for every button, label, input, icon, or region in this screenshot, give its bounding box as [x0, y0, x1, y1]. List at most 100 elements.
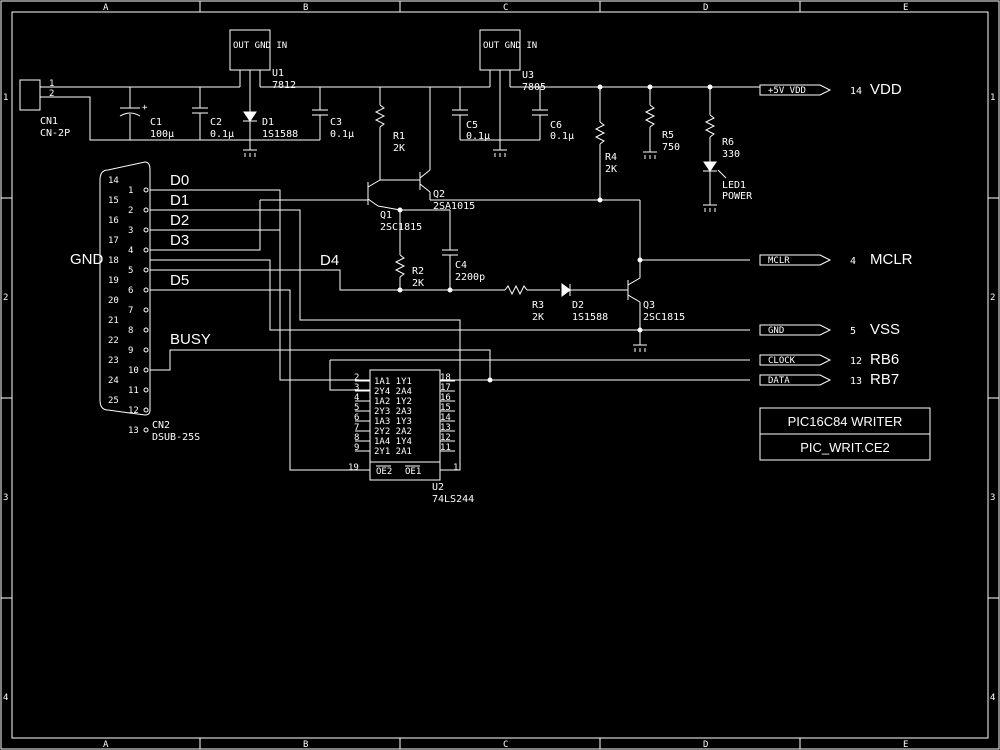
grid-row-left: 3 — [3, 493, 8, 503]
u2-right-pin: 14 — [440, 413, 451, 423]
r3-value: 2K — [532, 312, 544, 323]
connector-flag-label: MCLR — [768, 256, 790, 266]
dsub-pin-left: 15 — [108, 196, 119, 206]
c4-capacitor: C4 2200p — [400, 209, 485, 290]
connector-flag — [759, 374, 832, 386]
dsub-pin-left: 24 — [108, 376, 119, 386]
c5-value: 0.1µ — [466, 131, 490, 142]
cn1-pin1: 1 — [49, 79, 54, 89]
d1-ref: D1 — [262, 117, 274, 128]
connector-pin: 4 — [850, 256, 856, 267]
cn2-ref: CN2 — [152, 420, 170, 431]
r6-ref: R6 — [722, 137, 734, 148]
u2-left-pin: 6 — [354, 413, 359, 423]
c4-ref: C4 — [455, 260, 467, 271]
dsub-pin-left: 20 — [108, 296, 119, 306]
dsub-pin-right: 5 — [128, 266, 133, 276]
grid-row-right: 1 — [990, 93, 995, 103]
c2-value: 0.1µ — [210, 129, 234, 140]
inner-frame — [11, 11, 989, 739]
u2-pin1: 1 — [453, 463, 458, 473]
r5-value: 750 — [662, 142, 680, 153]
u1-value: 7812 — [272, 80, 296, 91]
led1-indicator: LED1 POWER — [703, 161, 753, 212]
r3-resistor: R3 2K — [504, 284, 560, 323]
u2-ref: U2 — [432, 482, 444, 493]
grid-col-bottom: D — [703, 740, 708, 750]
dsub-pin-left: 25 — [108, 396, 119, 406]
q3-ref: Q3 — [643, 300, 655, 311]
dsub-pin-right: 8 — [128, 326, 133, 336]
r5-resistor: R5 750 — [643, 87, 680, 159]
c4-value: 2200p — [455, 272, 485, 283]
c6-capacitor: C6 0.1µ — [532, 87, 574, 142]
connector-flag-label: CLOCK — [768, 356, 796, 366]
grid-row-left: 4 — [3, 693, 8, 703]
u2-value: 74LS244 — [432, 494, 474, 505]
dsub-pin-right: 1 — [128, 186, 133, 196]
c1-ref: C1 — [150, 117, 162, 128]
signal-d0: D0 — [170, 172, 189, 189]
connector-pin: 12 — [850, 356, 862, 367]
connector-pin: 5 — [850, 326, 856, 337]
r3-ref: R3 — [532, 300, 544, 311]
u2-right-pin: 17 — [440, 383, 451, 393]
r4-resistor: R4 2K — [594, 87, 617, 203]
title-file: PIC_WRIT.CE2 — [800, 440, 890, 455]
signal-busy: BUSY — [170, 331, 211, 348]
d1-value: 1S1588 — [262, 129, 298, 140]
grid-row-left: 2 — [3, 293, 8, 303]
u2-right-pin: 11 — [440, 443, 451, 453]
r6-resistor: R6 330 — [704, 87, 740, 162]
u2-oe2: OE2 — [376, 467, 392, 477]
c1-capacitor: + C1 100µ — [119, 87, 174, 140]
u2-left-pin: 5 — [354, 403, 359, 413]
grid-row-right: 2 — [990, 293, 995, 303]
dsub-pin-left: 17 — [108, 236, 119, 246]
dsub-pin-left: 21 — [108, 316, 119, 326]
led1-value: POWER — [722, 191, 753, 202]
grid-row-left: 1 — [3, 93, 8, 103]
connector-name: VSS — [870, 321, 900, 338]
cn1-pin2: 2 — [49, 89, 54, 99]
u2-pin19: 19 — [348, 463, 359, 473]
signal-gnd: GND — [70, 251, 104, 268]
cn2-dsub-connector: CN2 DSUB-25S — [99, 161, 200, 443]
c5-ref: C5 — [466, 120, 478, 131]
q2-transistor: Q2 2SA1015 — [380, 87, 475, 212]
connector-name: RB6 — [870, 351, 899, 368]
dsub-pin-left: 18 — [108, 256, 119, 266]
u2-left-pin: 3 — [354, 383, 359, 393]
dsub-pin-right: 9 — [128, 346, 133, 356]
signal-d2: D2 — [170, 212, 189, 229]
grid-col-bottom: E — [903, 740, 908, 750]
d0-wire — [150, 189, 330, 381]
vin-return — [60, 96, 320, 141]
r5-ref: R5 — [662, 130, 674, 141]
c6-ref: C6 — [550, 120, 562, 131]
r1-value: 2K — [393, 143, 405, 154]
gnd-symbol-u1 — [243, 149, 257, 157]
u2-left-pin: 9 — [354, 443, 359, 453]
connector-flag-label: DATA — [768, 376, 790, 386]
u2-oe1: OE1 — [405, 467, 421, 477]
r2-value: 2K — [412, 278, 424, 289]
signal-d5: D5 — [170, 272, 189, 289]
signal-d4: D4 — [320, 252, 339, 269]
gnd-symbol-q3 — [633, 344, 647, 352]
u2-right-pin: 15 — [440, 403, 451, 413]
connector-flag — [759, 254, 832, 266]
d2-ref: D2 — [572, 300, 584, 311]
c3-value: 0.1µ — [330, 129, 354, 140]
dsub-pin-right: 7 — [128, 306, 133, 316]
q3-value: 2SC1815 — [643, 312, 685, 323]
q1-transistor: Q1 2SC1815 — [260, 179, 422, 233]
q3-transistor: Q3 2SC1815 — [627, 200, 685, 345]
u1-regulator: OUT GND IN U1 7812 — [229, 29, 296, 140]
u2-row-label: 1A2 1Y2 — [374, 397, 412, 407]
connector-name: RB7 — [870, 371, 899, 388]
